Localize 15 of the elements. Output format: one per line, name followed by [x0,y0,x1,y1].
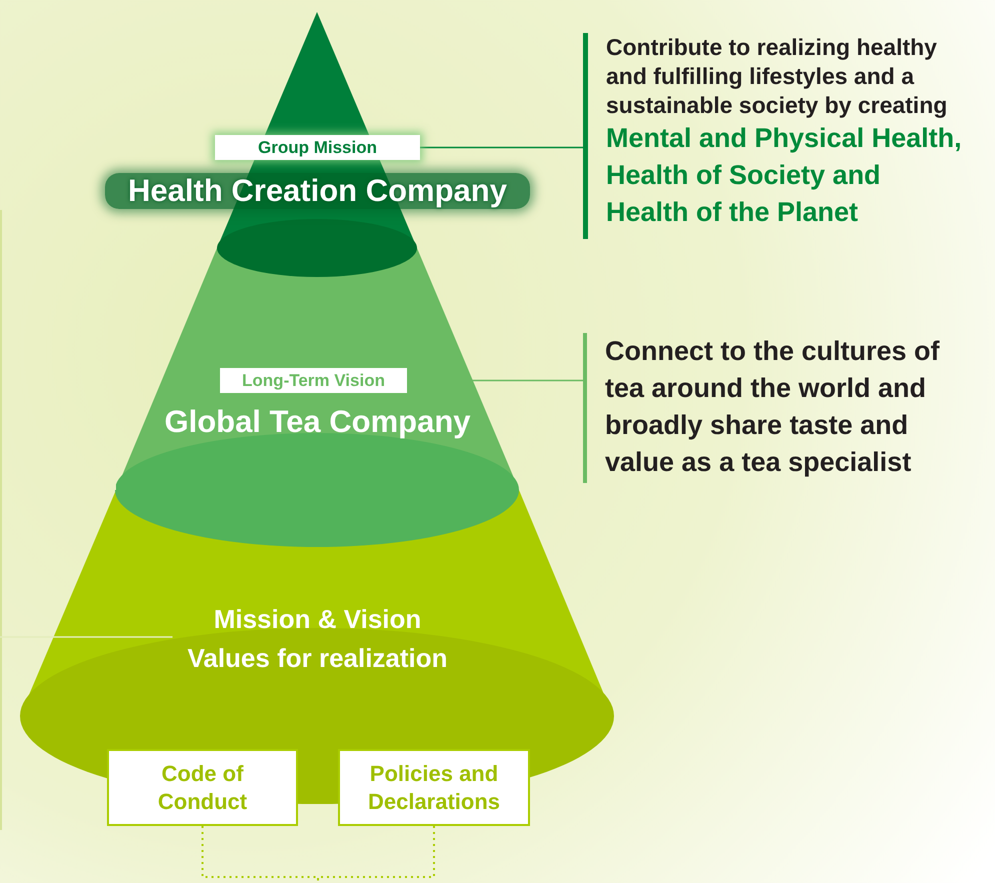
leader-line [0,636,172,638]
cone-tier [116,248,520,490]
text-box: Policies and Declarations [338,749,530,826]
values-subheading: Values for realization [186,643,449,674]
vision-tag: Long-Term Vision [220,368,407,393]
dotted-connector [202,826,319,883]
mission-title: Health Creation Company [105,173,530,209]
mission-statement: Contribute to realizing healthy and fulfilling lifestyles and a sustainable society by creating [606,33,948,120]
leader-line [420,146,583,148]
mission-tag: Group Mission [215,135,420,160]
text-box: Code of Conduct [107,749,298,826]
health-statement: Mental and Physical Health, Health of Society and Health of the Planet [606,122,963,229]
vision-statement: Connect to the cultures of tea around the world and broadly share taste and value as a tea specialist [605,335,941,479]
values-heading: Mission & Vision [212,604,422,635]
vision-title: Global Tea Company [163,404,472,440]
